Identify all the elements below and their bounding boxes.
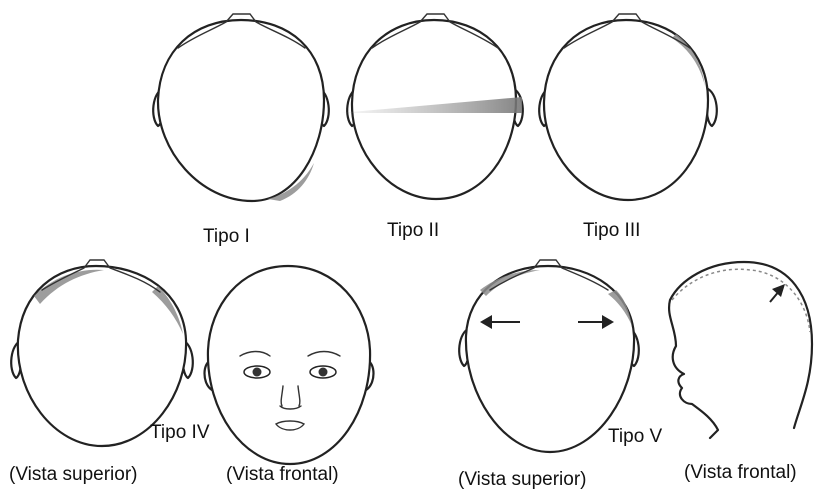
infant-face-front-view [205, 266, 374, 464]
label-tipo-1: Tipo I [203, 227, 250, 246]
head-type-1-top-view [153, 14, 329, 201]
caption-front-view-type-5: (Vista frontal) [684, 463, 797, 482]
label-tipo-5: Tipo V [608, 427, 662, 446]
right-pupil [319, 368, 328, 377]
head-type-5-top-view [459, 260, 639, 452]
caption-top-view-type-4: (Vista superior) [9, 465, 137, 484]
arrow-icon [770, 284, 785, 302]
caption-top-view-type-5: (Vista superior) [458, 470, 586, 489]
caption-front-view-type-4: (Vista frontal) [226, 465, 339, 484]
head-type-4-top-view [11, 260, 193, 446]
left-pupil [253, 368, 262, 377]
head-type-3-top-view [539, 14, 717, 200]
label-tipo-2: Tipo II [387, 221, 439, 240]
label-tipo-3: Tipo III [583, 221, 640, 240]
face-outline [208, 266, 370, 464]
label-tipo-4: Tipo IV [150, 423, 210, 442]
infant-head-profile-view [669, 262, 812, 438]
head-outline [158, 20, 324, 201]
head-type-2-top-view [340, 14, 523, 199]
